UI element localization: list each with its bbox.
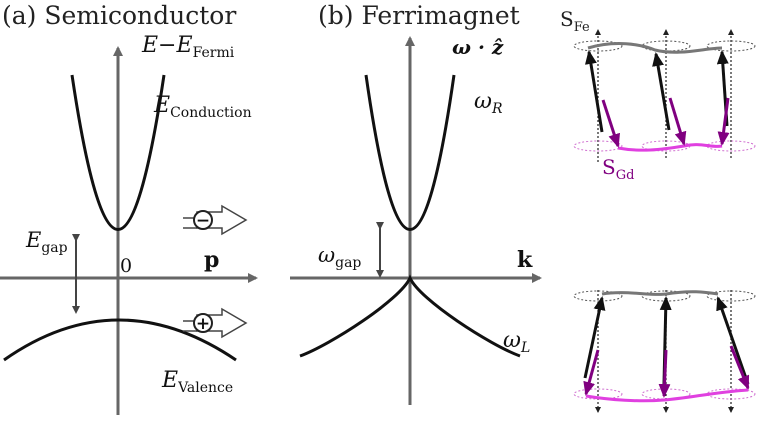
electron-arrow-icon: − — [183, 204, 248, 236]
energy-axis-label: E−EFermi — [141, 33, 235, 61]
omega-r-curve — [364, 74, 456, 231]
hole-arrow-icon: + — [183, 307, 248, 339]
spin-wave-top: SFe SGd — [560, 7, 756, 183]
electron-symbol: − — [196, 211, 210, 231]
panel-b-title: (b) Ferrimagnet — [318, 1, 520, 30]
panel-a-semiconductor: (a) Semiconductor E−EFermi p 0 Egap ECon… — [0, 1, 258, 415]
panel-b-ferrimagnet: (b) Ferrimagnet ω · ẑ k ωgap ωR ωL — [290, 1, 542, 405]
conduction-band-curve — [70, 74, 166, 231]
omega-l-label: ωL — [503, 328, 530, 356]
hole-symbol: + — [196, 314, 210, 334]
panel-a-title: (a) Semiconductor — [2, 1, 236, 30]
omega-r-label: ωR — [474, 89, 503, 117]
spin-wave-bottom — [573, 290, 756, 413]
p-axis-label: p — [204, 247, 219, 273]
origin-label: 0 — [120, 255, 132, 277]
k-axis-label: k — [517, 247, 533, 273]
omega-l-curve — [299, 274, 521, 358]
omega-axis-label: ω · ẑ — [452, 35, 504, 59]
conduction-label: EConduction — [153, 93, 252, 121]
valence-band-curve — [3, 318, 237, 362]
gap-label: Egap — [25, 228, 68, 256]
omega-gap-label: ωgap — [318, 243, 361, 271]
s-gd-label: SGd — [602, 155, 634, 183]
valence-label: EValence — [161, 368, 233, 396]
s-fe-label: SFe — [560, 7, 590, 35]
